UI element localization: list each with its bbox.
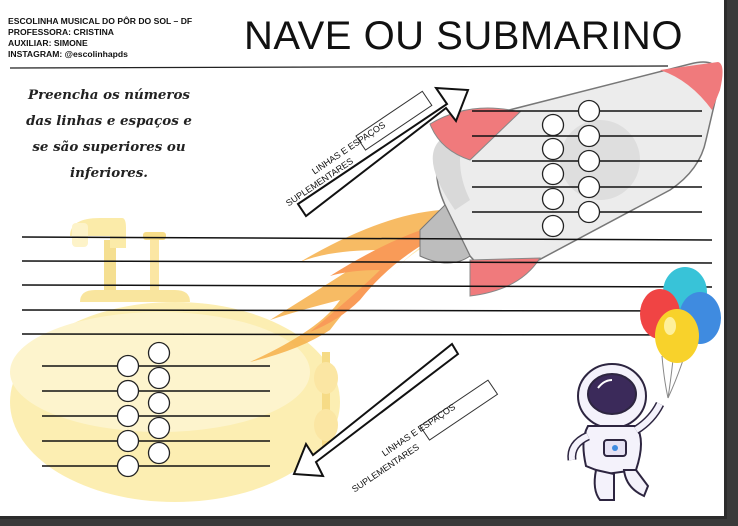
answer-circle — [147, 441, 171, 465]
school-name: ESCOLINHA MUSICAL DO PÔR DO SOL – DF — [8, 16, 193, 26]
instruction-text: Preencha os números das linhas e espaços… — [26, 87, 192, 181]
answer-circle — [147, 391, 171, 415]
upper-arrow-icon — [296, 86, 470, 218]
answer-circle — [541, 137, 565, 161]
answer-circle — [147, 416, 171, 440]
teacher-name: PROFESSORA: CRISTINA — [8, 27, 114, 37]
instagram-handle: INSTAGRAM: @escolinhapds — [8, 49, 128, 59]
astronaut-icon — [567, 363, 665, 501]
header-rule — [9, 65, 669, 69]
upper-answer-circles — [541, 99, 601, 238]
answer-circle — [577, 99, 601, 123]
answer-circle — [147, 341, 171, 365]
answer-circle — [541, 214, 565, 238]
answer-circle — [116, 354, 140, 378]
lower-answer-circles — [116, 341, 171, 478]
answer-circle — [541, 113, 565, 137]
answer-circle — [577, 175, 601, 199]
page-title: NAVE OU SUBMARINO — [244, 14, 683, 58]
answer-circle — [541, 162, 565, 186]
answer-circle — [116, 404, 140, 428]
worksheet: ESCOLINHA MUSICAL DO PÔR DO SOL – DF PRO… — [0, 0, 727, 519]
answer-circle — [541, 187, 565, 211]
answer-circle — [577, 200, 601, 224]
illustration — [9, 61, 723, 502]
lower-arrow-icon — [292, 342, 499, 478]
answer-circle — [116, 379, 140, 403]
lower-ledger-lines — [42, 365, 270, 467]
answer-circle — [577, 124, 601, 148]
staff-lines — [21, 236, 713, 336]
answer-circle — [116, 429, 140, 453]
rocket-icon — [419, 61, 723, 297]
balloons-icon — [640, 267, 721, 399]
answer-circle — [577, 149, 601, 173]
answer-circle — [116, 454, 140, 478]
answer-circle — [147, 366, 171, 390]
assistant-name: AUXILIAR: SIMONE — [8, 38, 88, 48]
